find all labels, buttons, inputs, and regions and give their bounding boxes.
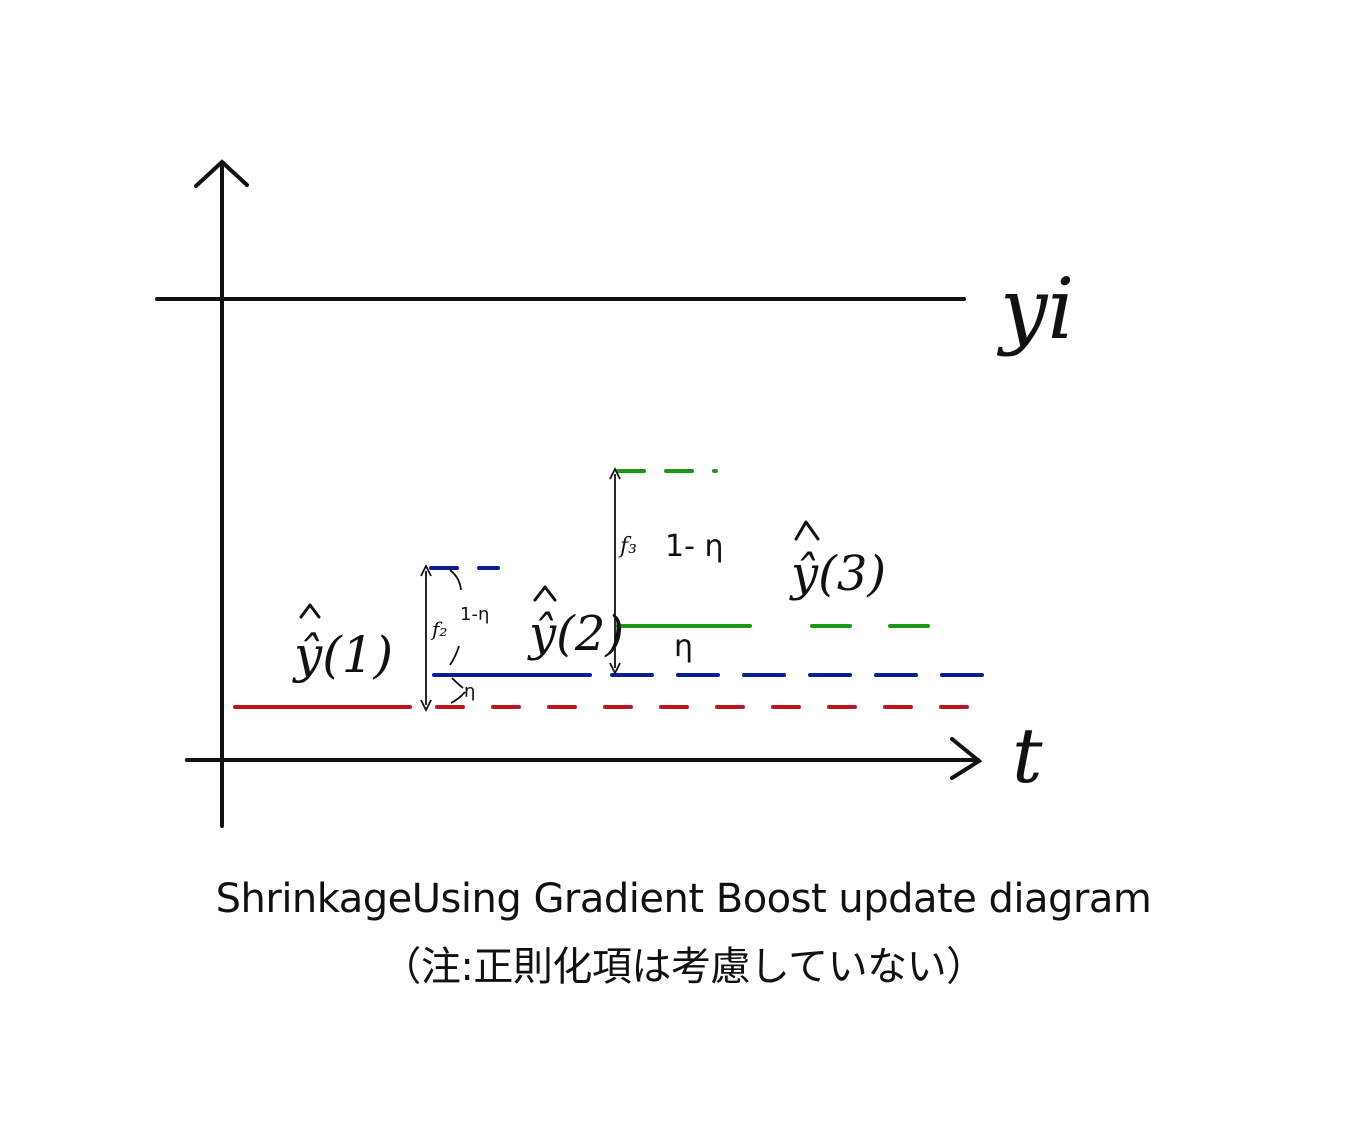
label-t: t (1012, 711, 1043, 800)
step-arrows (426, 474, 615, 705)
prediction-2-series (429, 566, 992, 677)
caption-line-2: （注:正則化項は考慮していない） (381, 944, 986, 990)
split-mark-lower-2 (451, 677, 464, 689)
split-mark-upper (449, 569, 462, 591)
hat-2 (533, 585, 557, 602)
label-eta: η (674, 629, 693, 664)
split-mark-lower (450, 691, 466, 704)
caption-line-1: ShrinkageUsing Gradient Boost update dia… (215, 876, 1152, 922)
label-eta-small: η (464, 681, 475, 702)
axes (155, 159, 983, 828)
label-y-hat-2: ŷ(2) (527, 606, 624, 662)
hat-3 (794, 520, 820, 541)
label-one-minus-eta-small: 1-η (460, 604, 489, 625)
x-axis-arrowhead (950, 737, 983, 780)
label-f2: f₂ (430, 617, 447, 641)
label-y-hat-3: ŷ(3) (789, 546, 886, 602)
hat-marks (299, 520, 820, 619)
prediction-3-series (616, 469, 930, 628)
label-y-hat-1: ŷ(1) (292, 626, 393, 684)
label-one-minus-eta: 1- η (665, 529, 723, 564)
label-yi: yi (996, 260, 1074, 358)
label-f3: f₃ (618, 534, 637, 559)
hat-1 (299, 603, 321, 619)
split-mark-middle (449, 645, 460, 666)
y-axis-arrowhead (194, 159, 249, 188)
